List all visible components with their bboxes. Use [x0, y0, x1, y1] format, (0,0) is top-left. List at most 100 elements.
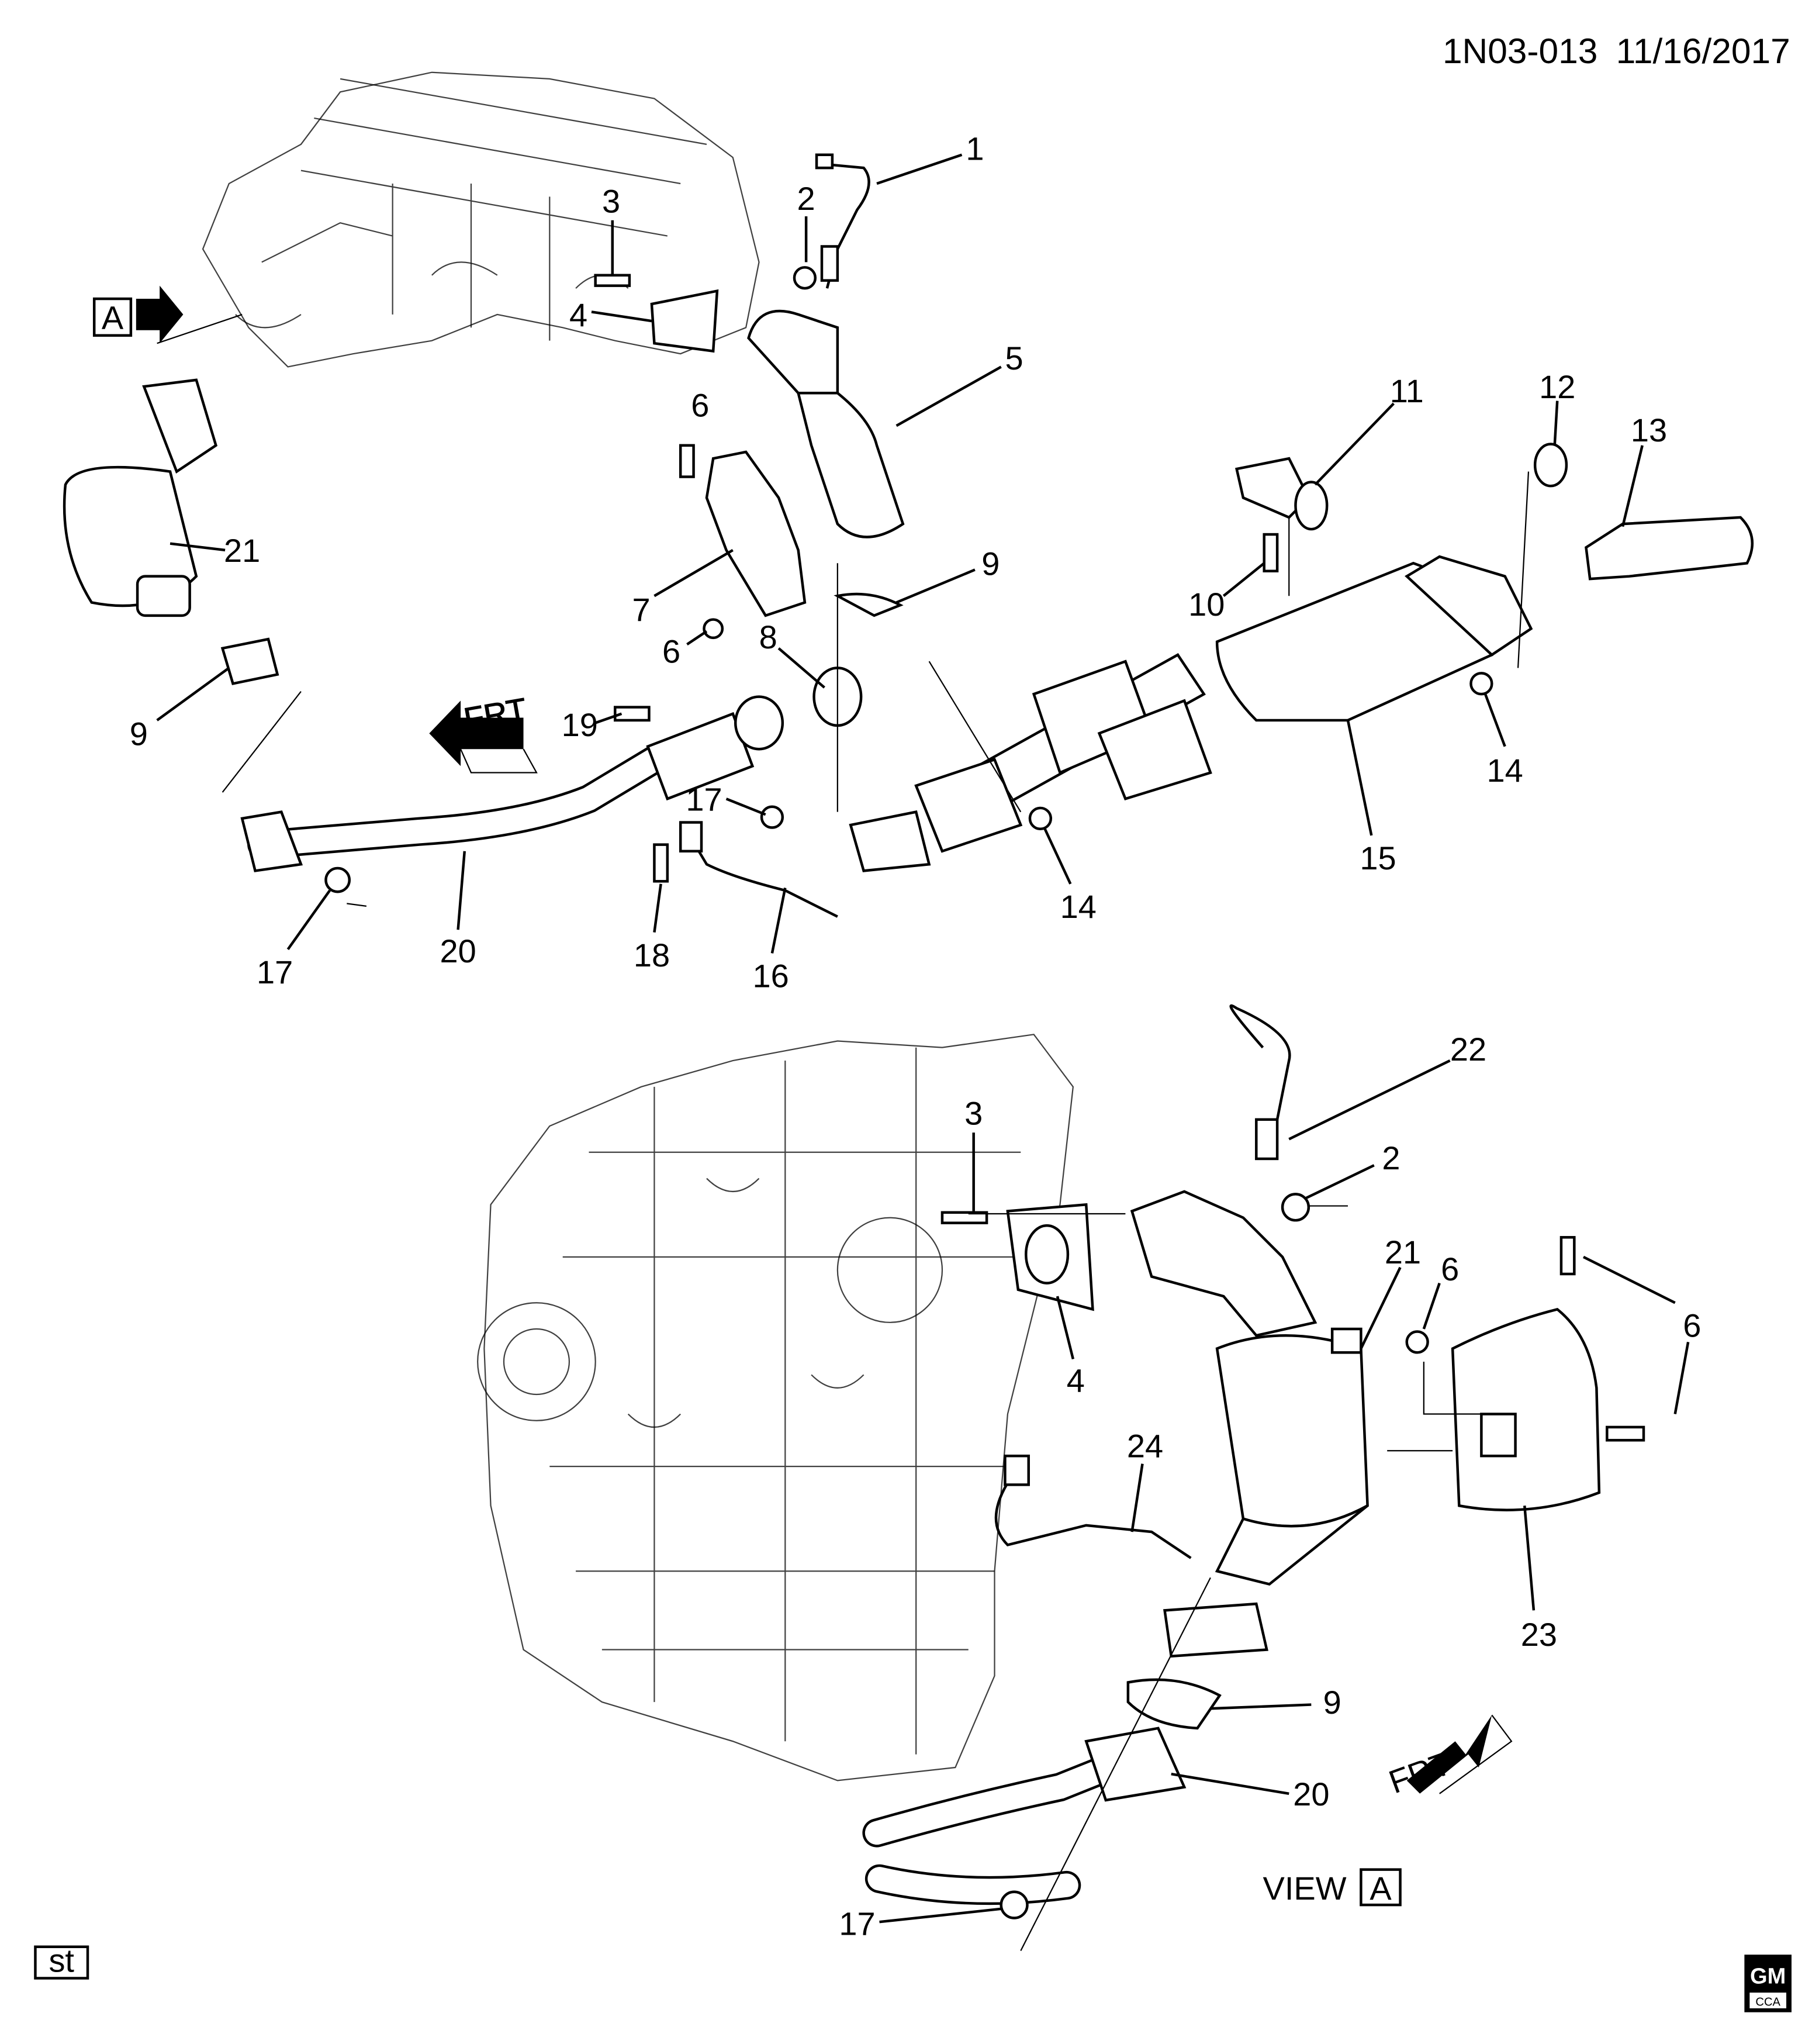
callout-23: 23: [1521, 1616, 1557, 1653]
callout-4: 4: [569, 296, 587, 333]
diagram-stroke: [594, 712, 623, 724]
diagram-stroke: [1749, 1993, 1787, 2008]
diagram-stroke: [1422, 1282, 1441, 1330]
diagram-stroke: [653, 883, 662, 933]
callout-2: 2: [797, 180, 815, 217]
diagram-stroke: [1229, 1004, 1291, 1127]
diagram-stroke: [690, 837, 838, 918]
diagram-stroke: [867, 1867, 1078, 1903]
diagram-stroke: [1004, 1454, 1030, 1486]
diagram-stroke: [503, 1328, 570, 1396]
frt-arrow-bottom: FRT: [1384, 1714, 1513, 1801]
callout-3b: 3: [964, 1095, 983, 1132]
diagram-stroke: [1360, 1266, 1402, 1349]
diagram-stroke: [34, 1945, 89, 1980]
diagram-stroke: [1294, 481, 1329, 531]
callout-14: 14: [1487, 752, 1523, 789]
diagram-stroke: [1523, 1506, 1536, 1611]
diagram-stroke: [1130, 1190, 1317, 1337]
callout-13: 13: [1631, 412, 1667, 448]
diagram-stroke: [1126, 1678, 1222, 1730]
diagram-stroke: [1130, 1463, 1144, 1532]
diagram-stroke: [1215, 1504, 1368, 1586]
diagram-stroke: [1559, 1236, 1576, 1276]
diagram-stroke: [1405, 555, 1533, 657]
diagram-stroke: [1451, 1307, 1601, 1511]
diagram-stroke: [914, 758, 1023, 853]
callout-12: 12: [1539, 368, 1575, 405]
diagram-stroke: [834, 592, 904, 617]
diagram-stroke: [220, 637, 279, 685]
diagram-stroke: [1028, 806, 1053, 831]
diagram-stroke: [1043, 827, 1072, 885]
diagram-stroke: [703, 618, 724, 640]
diagram-stroke: [895, 568, 976, 604]
diagram-stroke: [1469, 672, 1493, 696]
diagram-stroke: [614, 706, 651, 722]
diagram-stroke: [725, 797, 766, 816]
frt-arrow-top: FRT: [429, 690, 538, 774]
callout-20b: 20: [1293, 1776, 1329, 1812]
diagram-stroke: [1305, 1164, 1375, 1200]
diagram-stroke: [1583, 1255, 1676, 1304]
diagram-stroke: [1222, 562, 1265, 597]
diagram-stroke: [770, 888, 787, 954]
callout-21: 21: [224, 532, 260, 569]
diagram-stroke: [793, 266, 817, 290]
callout-16: 16: [753, 958, 789, 995]
diagram-stroke: [156, 667, 230, 721]
diagram-stroke: [1171, 1773, 1289, 1796]
diagram-stroke: [1314, 402, 1395, 486]
diagram-stroke: CCA: [1755, 1995, 1780, 2008]
diagram-stroke: A: [1370, 1870, 1392, 1907]
diagram-stroke: [876, 153, 963, 185]
diagram-stroke: [1084, 1727, 1187, 1802]
gm-logo: GM CCA: [1744, 1955, 1792, 2012]
diagram-stroke: [879, 1907, 1001, 1924]
diagram-stroke: 11/16/2017: [1616, 31, 1790, 71]
diagram-stroke: [1346, 720, 1373, 836]
diagram-stroke: [286, 889, 331, 951]
callout-6d: 6: [1683, 1307, 1701, 1344]
diagram-stroke: [679, 821, 703, 853]
diagram-stroke: st: [49, 1942, 74, 1979]
view-a-marker: A: [92, 285, 243, 344]
diagram-stroke: [429, 700, 524, 766]
diagram-stroke: [1621, 445, 1644, 527]
callout-7: 7: [632, 591, 650, 628]
callout-9c: 9: [1323, 1684, 1341, 1721]
diagram-stroke: [627, 1178, 864, 1428]
diagram-stroke: [849, 810, 931, 872]
diagram-stroke: [679, 444, 695, 478]
diagram-stroke: [777, 647, 825, 689]
diagram-stroke: [594, 274, 631, 287]
diagram-stroke: [820, 245, 839, 282]
callout-8: 8: [759, 619, 777, 655]
diagram-stroke: [1360, 1868, 1402, 1907]
diagram-stroke: [821, 163, 870, 289]
callout-19: 19: [562, 706, 598, 743]
diagram-stroke: GM: [1750, 1964, 1786, 1988]
callout-17b: 17: [257, 954, 293, 990]
callout-17: 17: [686, 781, 722, 817]
callout-1: 1: [966, 130, 984, 167]
diagram-stroke: [1673, 1341, 1690, 1414]
diagram-stroke: [460, 748, 538, 774]
diagram-stroke: [1585, 516, 1754, 581]
diagram-stroke: [1056, 1296, 1075, 1360]
diagram-stroke: [142, 378, 218, 474]
callout-24: 24: [1127, 1427, 1163, 1464]
diagram-stroke: [591, 310, 652, 323]
callout-9b: 9: [130, 715, 148, 752]
diagram-stroke: [864, 1749, 1137, 1845]
diagram-stroke: [646, 712, 755, 801]
diagram-stroke: [1553, 400, 1559, 446]
diagram-stroke: [747, 309, 839, 395]
diagram-stroke: [261, 78, 707, 341]
callout-6b: 6: [662, 633, 680, 669]
diagram-stroke: [483, 1034, 1074, 1781]
diagram-stroke: [136, 285, 184, 344]
diagram-stroke: [1483, 693, 1506, 747]
